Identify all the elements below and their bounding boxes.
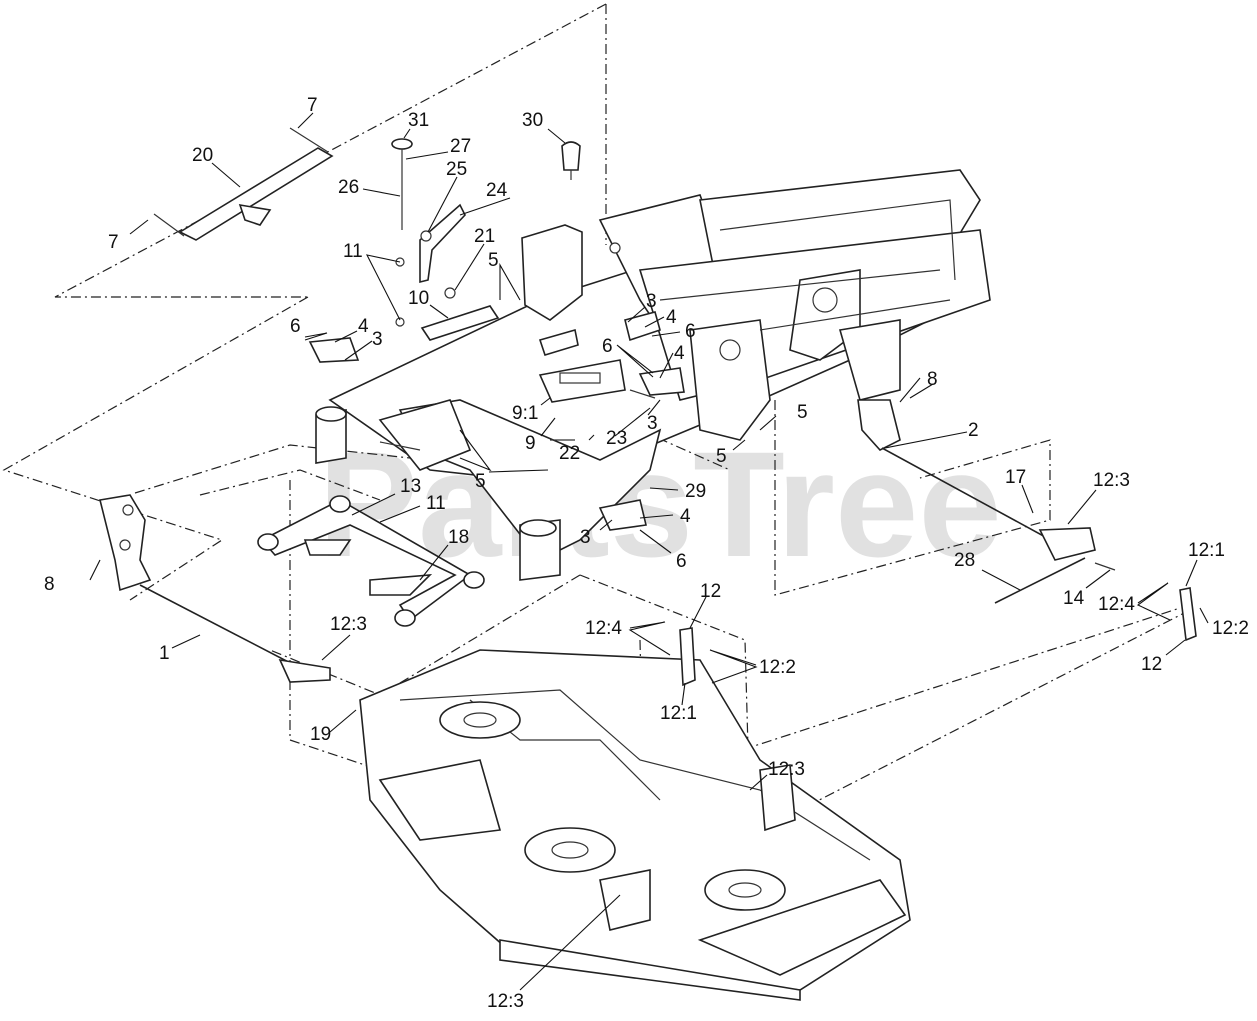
callout-6: 6 (685, 321, 696, 342)
callout-3: 3 (647, 413, 658, 434)
callout-12-3: 12:3 (1093, 470, 1130, 491)
leader-lines (89, 112, 1209, 991)
callout-4: 4 (358, 316, 369, 337)
callout-27: 27 (450, 136, 471, 157)
callout-13: 13 (400, 476, 421, 497)
callout-7: 7 (108, 232, 119, 253)
callout-6: 6 (602, 336, 613, 357)
callout-10: 10 (408, 288, 429, 309)
callout-23: 23 (606, 428, 627, 449)
callout-25: 25 (446, 159, 467, 180)
lever-parts (99, 127, 1197, 687)
callout-3: 3 (646, 291, 657, 312)
main-frame (315, 169, 991, 581)
callout-8: 8 (927, 369, 938, 390)
callout-7: 7 (307, 95, 318, 116)
callout-12-3: 12:3 (487, 991, 524, 1012)
callout-5: 5 (488, 250, 499, 271)
callout-17: 17 (1005, 467, 1026, 488)
callout-6: 6 (676, 551, 687, 572)
callout-26: 26 (338, 177, 359, 198)
callout-4: 4 (680, 506, 691, 527)
mower-deck (359, 649, 911, 1001)
callout-30: 30 (522, 110, 543, 131)
callout-8: 8 (44, 574, 55, 595)
callout-6: 6 (290, 316, 301, 337)
callout-20: 20 (192, 145, 213, 166)
callout-labels: 7 7 20 31 27 26 25 24 30 11 21 10 5 6 4 … (44, 95, 1249, 1012)
callout-12-2: 12:2 (759, 657, 796, 678)
callout-3: 3 (372, 329, 383, 350)
callout-28: 28 (954, 550, 975, 571)
callout-29: 29 (685, 481, 706, 502)
callout-14: 14 (1063, 588, 1085, 609)
callout-12-2: 12:2 (1212, 618, 1249, 639)
callout-31: 31 (408, 110, 429, 131)
callout-12-4: 12:4 (585, 618, 622, 639)
callout-5: 5 (475, 471, 486, 492)
callout-5: 5 (716, 446, 727, 467)
callout-3: 3 (580, 527, 591, 548)
callout-12-3: 12:3 (330, 614, 367, 635)
callout-12: 12 (700, 581, 721, 602)
callout-2: 2 (968, 420, 979, 441)
callout-19: 19 (310, 724, 331, 745)
callout-4: 4 (674, 343, 685, 364)
callout-9-1: 9:1 (512, 403, 538, 424)
callout-21: 21 (474, 226, 495, 247)
callout-12-1: 12:1 (1188, 540, 1225, 561)
callout-12-4: 12:4 (1098, 594, 1135, 615)
callout-5: 5 (797, 402, 808, 423)
callout-1: 1 (159, 643, 170, 664)
callout-9: 9 (525, 433, 536, 454)
callout-24: 24 (486, 180, 508, 201)
callout-12-3: 12:3 (768, 759, 805, 780)
callout-11: 11 (343, 241, 363, 262)
callout-11: 11 (426, 493, 446, 514)
callout-12: 12 (1141, 654, 1162, 675)
spring (994, 557, 1086, 604)
callout-18: 18 (448, 527, 469, 548)
callout-22: 22 (559, 443, 580, 464)
callout-4: 4 (666, 307, 677, 328)
callout-12-1: 12:1 (660, 703, 697, 724)
